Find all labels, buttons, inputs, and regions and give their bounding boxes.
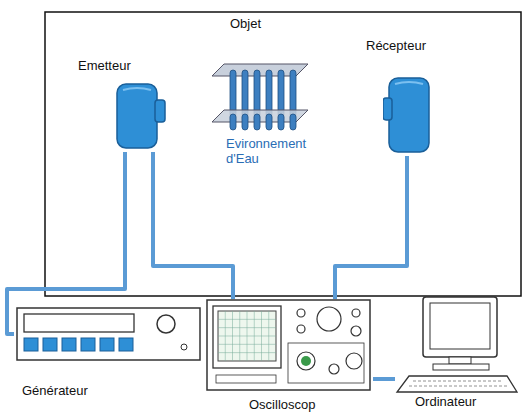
device-label: Ordinateur	[415, 394, 476, 409]
computer-node: Ordinateur	[395, 296, 521, 412]
computer-icon	[395, 296, 519, 394]
device-label: Objet	[230, 16, 261, 31]
oscilloscope-icon	[206, 299, 372, 392]
generator-icon	[16, 307, 202, 362]
object-icon	[212, 30, 310, 132]
environment-label: Evironnement d'Eau	[226, 136, 322, 166]
cable-line	[373, 377, 395, 381]
cable	[373, 379, 395, 380]
device-label: Récepteur	[366, 38, 426, 53]
device-label: Emetteur	[78, 58, 131, 73]
device-label: Oscilloscop	[249, 397, 315, 412]
water-tank	[45, 12, 521, 296]
cable-line	[153, 152, 233, 299]
generator-node: Générateur	[14, 307, 204, 401]
cable-line	[7, 152, 125, 334]
oscilloscope-node: Oscilloscop	[205, 299, 373, 415]
emitter-node: Emetteur	[75, 58, 175, 152]
cable	[335, 156, 407, 299]
cable-line	[335, 156, 407, 299]
object-node: Objet	[208, 16, 312, 132]
cable	[153, 152, 233, 299]
receiver-icon	[383, 76, 431, 154]
cable	[7, 152, 125, 334]
receiver-node: Récepteur	[360, 38, 440, 156]
device-label: Générateur	[22, 383, 88, 398]
emitter-icon	[115, 82, 167, 150]
